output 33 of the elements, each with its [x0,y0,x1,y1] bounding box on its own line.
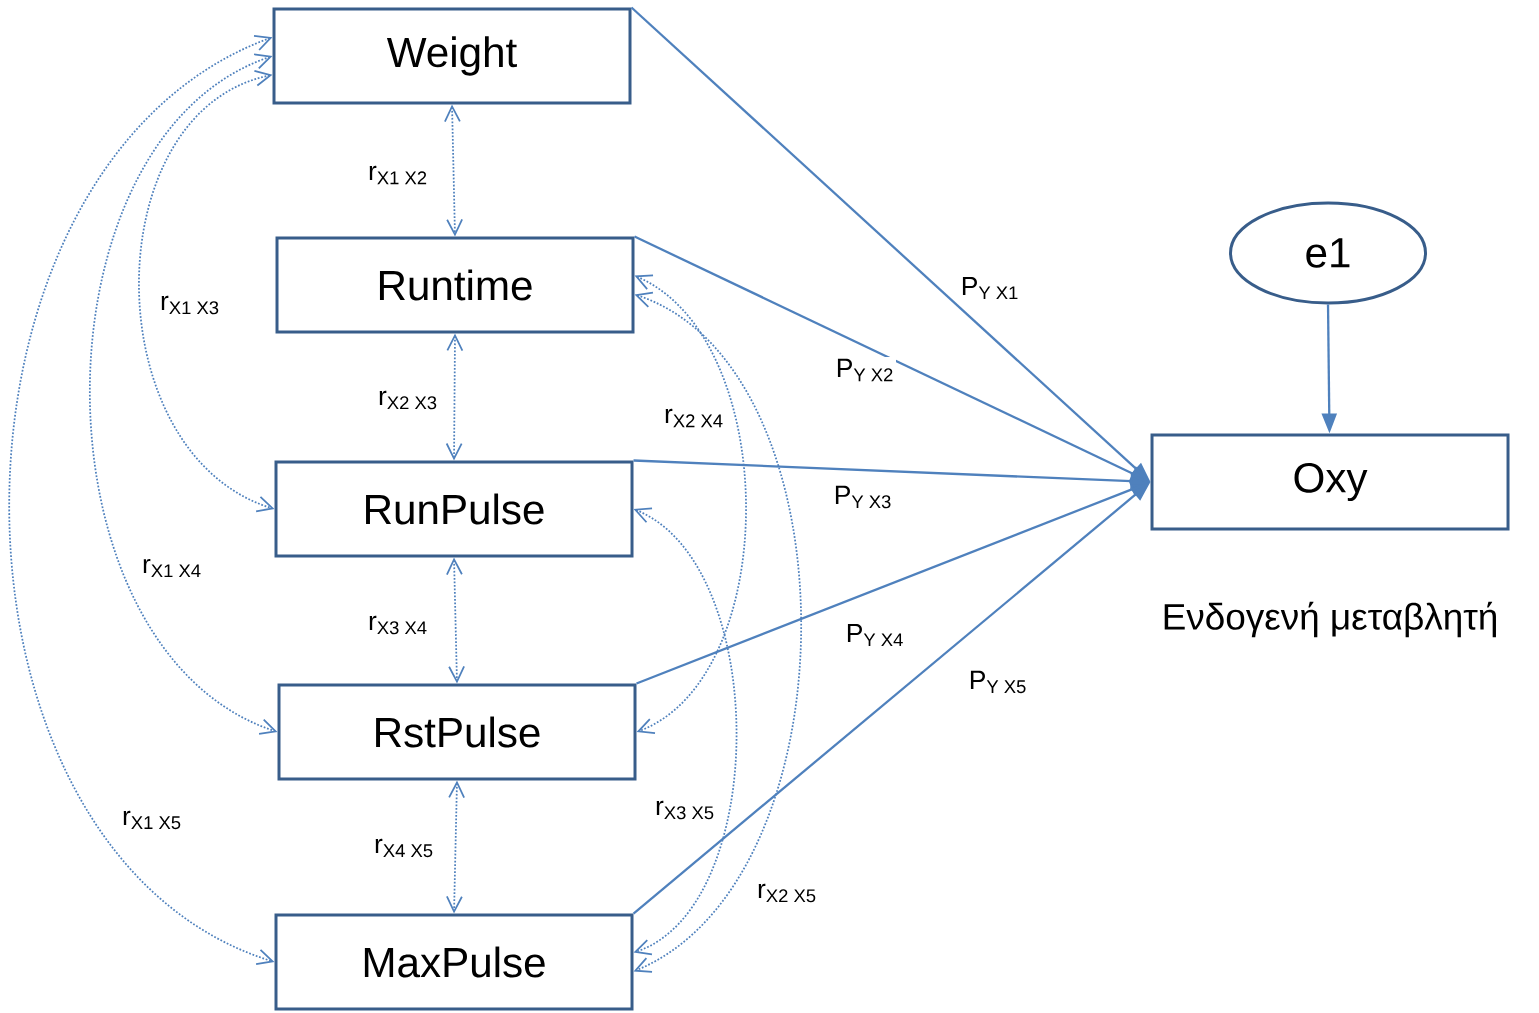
variable-box: Oxy [1150,433,1510,531]
edge-label: $\text{r}_{\text{X3 X5}}$ [656,800,714,820]
arrow [445,333,464,461]
ellipse-node: e1 [1229,201,1427,305]
arrow [138,69,275,513]
variable-box: MaxPulse [274,913,634,1011]
arrow [633,291,803,973]
edge-label: $\text{P}_{\text{Y X5}}$ [970,670,1026,694]
edge-label: $\text{P}_{\text{Y X4}}$ [847,623,903,647]
variable-box: RunPulse [274,460,634,558]
arrow [633,507,738,956]
variable-box: Weight [272,7,632,105]
edge-label: $\text{r}_{\text{X3 X4}}$ [369,615,427,635]
edge-label: $\text{r}_{\text{X1 X5}}$ [123,810,181,830]
edge-label: $\text{r}_{\text{X1 X4}}$ [143,558,201,578]
arrow [444,104,463,237]
edge-label: $\text{r}_{\text{X1 X3}}$ [161,295,219,315]
arrow [446,557,465,684]
arrow [8,35,275,966]
edge-label: $\text{r}_{\text{X1 X2}}$ [369,165,427,185]
edge-label: $\text{r}_{\text{X2 X3}}$ [379,390,437,410]
edge-label: $\text{r}_{\text{X2 X5}}$ [758,883,816,903]
edge-label: $\text{r}_{\text{X4 X5}}$ [375,838,433,858]
arrow [634,274,747,735]
variable-box: RstPulse [277,683,637,781]
arrow [446,780,465,914]
edge-label: $\text{P}_{\text{Y X2}}$ [837,358,893,382]
node-caption: Ενδογενή μεταβλητή [1164,601,1496,638]
edge-label: $\text{P}_{\text{Y X1}}$ [962,276,1018,300]
arrow [88,53,278,735]
variable-box: Runtime [275,236,635,334]
edge-label: $\text{P}_{\text{Y X3}}$ [835,485,891,509]
edge-label: $\text{r}_{\text{X2 X4}}$ [665,408,723,428]
